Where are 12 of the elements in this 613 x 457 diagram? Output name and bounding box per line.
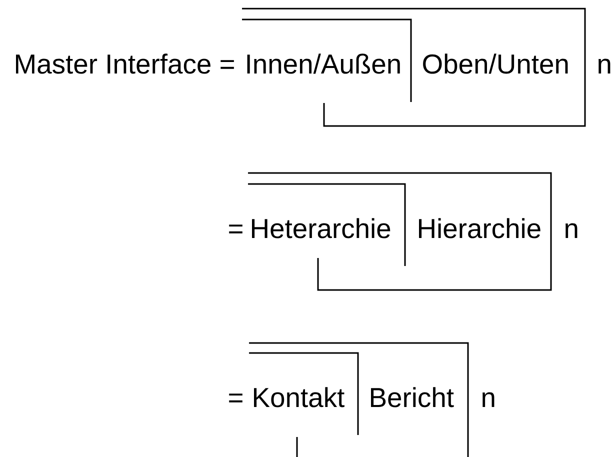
label: Innen/Außen: [247, 54, 400, 74]
label: =: [229, 224, 242, 234]
label: =: [229, 394, 242, 402]
label: Heterarchie: [252, 218, 390, 238]
label: Hierarchie: [419, 218, 540, 238]
label: n: [598, 58, 610, 74]
label: n: [482, 392, 494, 407]
label: Bericht: [371, 387, 454, 408]
label: n: [566, 223, 578, 238]
label: Kontakt: [254, 387, 344, 408]
label: Oben/Unten: [423, 54, 568, 74]
label: Master Interface =: [16, 54, 234, 74]
